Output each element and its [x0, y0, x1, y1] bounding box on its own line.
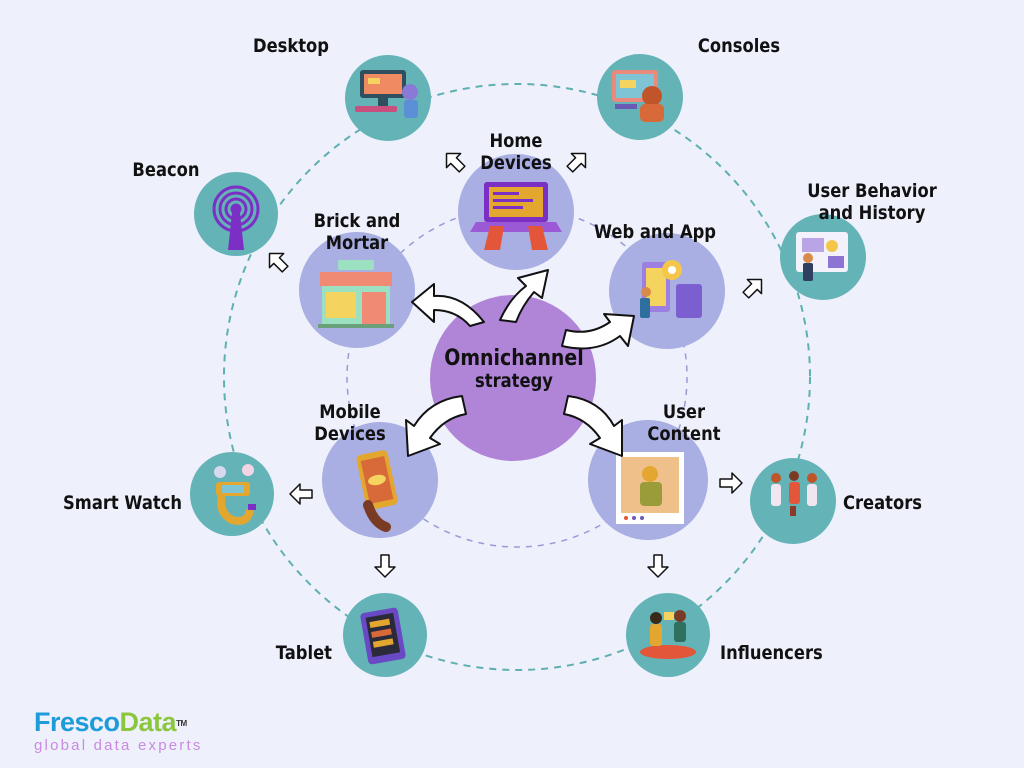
mobile-devices-label-line2: Devices: [314, 423, 386, 445]
arrow-to-user-behavior: [742, 278, 763, 299]
creators-icon: [771, 471, 817, 516]
arrow-to-consoles: [566, 152, 587, 173]
creators-label: Creators: [843, 492, 922, 514]
brick-mortar-label-line2: Mortar: [325, 232, 389, 254]
creators-node: [750, 458, 836, 544]
logo-word-data: Data: [119, 707, 177, 737]
arrow-to-creators: [719, 472, 743, 494]
beacon-label: Beacon: [132, 159, 200, 181]
center-label-line1: Omnichannel: [444, 346, 584, 371]
brick-mortar-node: [299, 232, 415, 348]
user-behavior-label: User Behavior and History: [803, 180, 941, 224]
influencers-label: Influencers: [720, 642, 823, 664]
web-app-icon: [640, 260, 702, 318]
user-content-label: User Content: [632, 401, 735, 445]
web-and-app-node: [609, 233, 725, 349]
arrow-to-home-devices: [499, 269, 549, 323]
home-devices-label-line1: Home: [489, 130, 543, 152]
arrow-to-desktop: [445, 152, 466, 173]
center-circle: [430, 295, 596, 461]
arrow-to-influencers: [647, 554, 669, 578]
user-content-label-line2: Content: [647, 423, 721, 445]
smartphone-icon: [356, 450, 398, 532]
outer-ring: [223, 83, 811, 671]
home-devices-label: Home Devices: [464, 130, 567, 174]
inner-ring: [346, 206, 688, 548]
smart-watch-icon: [214, 464, 256, 525]
user-behavior-icon: [796, 232, 848, 281]
frescodata-logo: FrescoDataTM global data experts: [34, 708, 203, 754]
small-arrows: [268, 152, 763, 578]
web-and-app-label: Web and App: [591, 221, 720, 243]
center-label: Omnichannel strategy: [443, 346, 586, 392]
center-curved-arrows: [405, 269, 635, 457]
beacon-node: [194, 172, 278, 256]
smart-watch-node: [190, 452, 274, 536]
home-devices-label-line2: Devices: [480, 152, 552, 174]
web-and-app-label-line1: Web and App: [593, 221, 716, 243]
beacon-icon: [212, 185, 260, 250]
logo-trademark: TM: [176, 719, 187, 728]
user-behavior-node: [780, 214, 866, 300]
consoles-label: Consoles: [697, 35, 781, 57]
arrow-to-mobile: [405, 395, 467, 457]
console-gamer-icon: [612, 70, 664, 122]
influencers-icon: [640, 610, 696, 659]
home-devices-node: [458, 154, 574, 270]
logo-wordmark: FrescoDataTM: [34, 708, 203, 736]
tablet-label: Tablet: [275, 642, 332, 664]
tablet-node: [343, 593, 427, 677]
mobile-devices-label-line1: Mobile: [319, 401, 381, 423]
arrow-to-brick-mortar: [411, 283, 485, 327]
logo-word-fresco: Fresco: [34, 707, 120, 737]
arrow-to-web-app: [561, 313, 635, 350]
arrow-to-tablet: [374, 554, 396, 578]
mobile-devices-label: Mobile Devices: [298, 401, 401, 445]
desktop-node: [345, 55, 431, 141]
user-content-icon: [616, 452, 684, 524]
desktop-icon: [355, 70, 418, 118]
center-label-line2: strategy: [475, 370, 553, 392]
influencers-node: [626, 593, 710, 677]
arrow-to-smart-watch: [289, 483, 313, 505]
arrow-to-user-content: [563, 395, 623, 457]
logo-tagline: global data experts: [34, 737, 203, 754]
tablet-icon: [360, 607, 406, 665]
desktop-label: Desktop: [253, 35, 329, 57]
store-icon: [318, 260, 394, 328]
brick-mortar-label-line1: Brick and: [313, 210, 401, 232]
user-content-label-line1: User: [662, 401, 706, 423]
user-behavior-label-line2: and History: [818, 202, 926, 224]
consoles-node: [597, 54, 683, 140]
user-behavior-label-line1: User Behavior: [807, 180, 937, 202]
smart-watch-label: Smart Watch: [63, 492, 182, 514]
arrow-to-beacon: [268, 252, 289, 273]
laptop-icon: [470, 182, 562, 250]
brick-mortar-label: Brick and Mortar: [301, 210, 413, 254]
